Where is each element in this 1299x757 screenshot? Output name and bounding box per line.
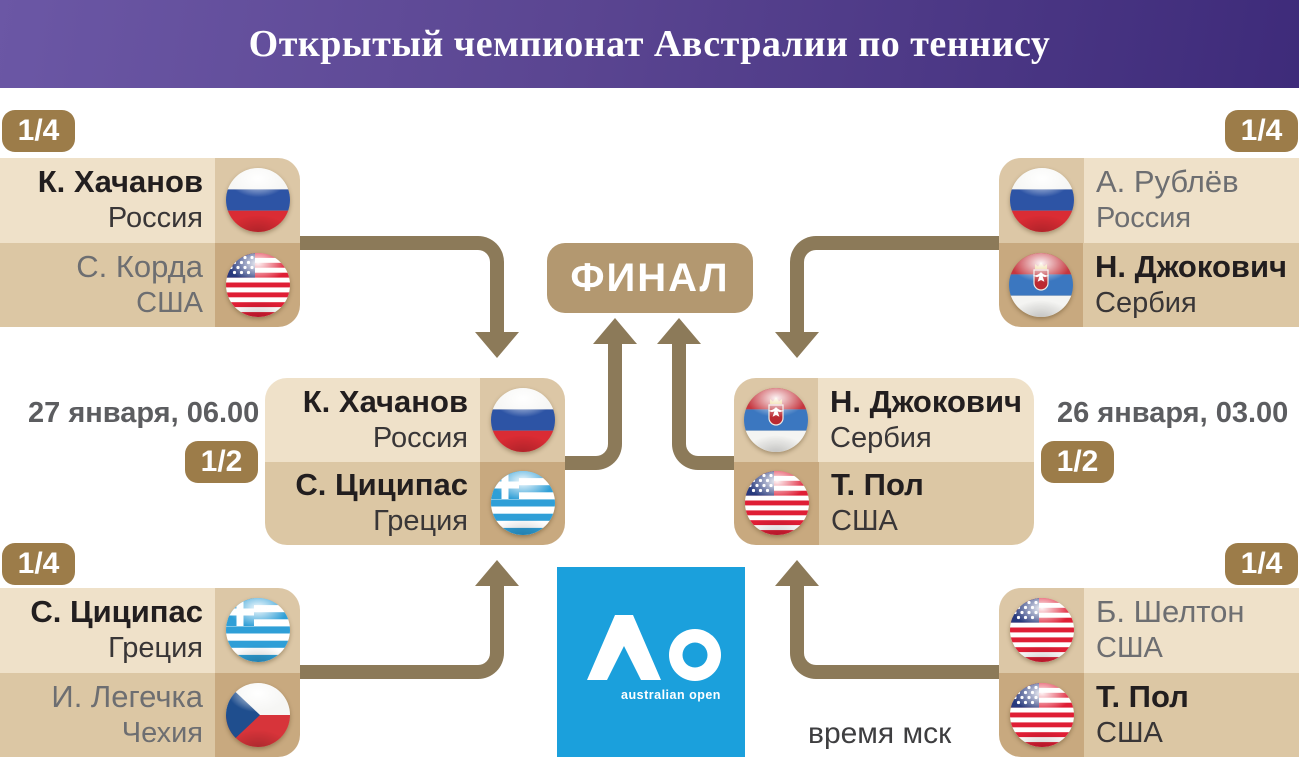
czech-flag-icon (225, 682, 290, 747)
usa-flag-icon (225, 252, 290, 317)
russia-flag-icon (225, 168, 290, 233)
player-name: С. Корда (76, 248, 203, 284)
player-row: Н. Джокович Сербия (734, 378, 1034, 462)
semi-right-datetime: 26 января, 03.00 (1057, 397, 1289, 429)
semi-left-datetime: 27 января, 06.00 (28, 397, 260, 429)
player-name: А. Рублёв (1096, 164, 1239, 200)
connector-qf-top-right (790, 236, 999, 336)
player-country: США (1096, 716, 1163, 749)
usa-flag-icon (1009, 682, 1074, 747)
player-country: США (1096, 632, 1163, 665)
australian-open-logo: australian open (557, 567, 745, 757)
round-badge-semi-left: 1/2 (185, 441, 258, 483)
connector-qf-bottom-left (300, 586, 504, 679)
round-badge-quarter-bottom-left: 1/4 (2, 543, 75, 585)
arrowhead-up-final-right-icon (657, 318, 701, 344)
player-country: Греция (373, 505, 468, 538)
header-banner: Открытый чемпионат Австралии по теннису (0, 0, 1299, 88)
match-semi-right: Н. Джокович Сербия Т. Пол США (734, 378, 1034, 545)
player-name: Т. Пол (831, 467, 924, 503)
player-name: Н. Джокович (1095, 248, 1287, 284)
player-country: Греция (108, 632, 203, 665)
player-name: Б. Шелтон (1096, 594, 1245, 630)
player-country: Россия (372, 421, 468, 454)
ao-monogram-icon: australian open (587, 615, 721, 702)
connector-semi-right-final (672, 342, 734, 470)
match-qf-bottom-right: Б. Шелтон США Т. Пол США (999, 588, 1299, 757)
connector-qf-top-left (300, 236, 504, 336)
match-semi-left: К. Хачанов Россия С. Циципас Греция (265, 378, 565, 545)
russia-flag-icon (1009, 168, 1074, 233)
player-country: США (136, 286, 203, 319)
timezone-note: время мск (808, 717, 952, 750)
player-row: А. Рублёв Россия (999, 158, 1299, 243)
greece-flag-icon (490, 471, 555, 536)
round-badge-semi-right: 1/2 (1041, 441, 1114, 483)
player-country: Сербия (830, 421, 932, 454)
player-row: Т. Пол США (734, 461, 1034, 545)
player-name: К. Хачанов (302, 383, 468, 419)
player-row: И. Легечка Чехия (0, 672, 300, 757)
round-badge-quarter-bottom-right: 1/4 (1225, 543, 1298, 585)
usa-flag-icon (744, 471, 809, 536)
serbia-flag-icon (1009, 252, 1073, 317)
player-country: Россия (107, 202, 203, 235)
player-country: Чехия (121, 716, 203, 749)
player-name: Н. Джокович (830, 383, 1022, 419)
round-badge-quarter-top-left: 1/4 (2, 110, 75, 152)
player-country: США (831, 505, 898, 538)
round-badge-quarter-top-right: 1/4 (1225, 110, 1298, 152)
player-row: К. Хачанов Россия (0, 158, 300, 243)
player-row: С. Циципас Греция (0, 588, 300, 673)
player-row: С. Корда США (0, 242, 300, 327)
arrowhead-up-right-icon (775, 560, 819, 586)
player-row: Т. Пол США (999, 672, 1299, 757)
arrowhead-up-final-left-icon (593, 318, 637, 344)
player-row: Б. Шелтон США (999, 588, 1299, 673)
arrowhead-down-right-icon (775, 332, 819, 358)
player-name: С. Циципас (295, 467, 468, 503)
player-country: Сербия (1095, 286, 1197, 319)
player-row: С. Циципас Греция (265, 461, 565, 545)
russia-flag-icon (490, 387, 555, 452)
greece-flag-icon (225, 598, 290, 663)
arrowhead-up-left-icon (475, 560, 519, 586)
player-name: К. Хачанов (37, 164, 203, 200)
player-name: И. Легечка (51, 678, 203, 714)
player-name: С. Циципас (30, 594, 203, 630)
match-qf-top-left: К. Хачанов Россия С. Корда США (0, 158, 300, 327)
arrowhead-down-left-icon (475, 332, 519, 358)
usa-flag-icon (1009, 598, 1074, 663)
ao-caption: australian open (621, 688, 721, 702)
match-qf-top-right: А. Рублёв Россия Н. Джокович Сербия (999, 158, 1299, 327)
connector-semi-left-final (565, 342, 622, 470)
player-name: Т. Пол (1096, 678, 1189, 714)
match-qf-bottom-left: С. Циципас Греция И. Легечка Чехия (0, 588, 300, 757)
page-title: Открытый чемпионат Австралии по теннису (248, 23, 1051, 65)
final-box: ФИНАЛ (547, 243, 753, 313)
player-row: Н. Джокович Сербия (999, 242, 1299, 327)
connector-qf-bottom-right (790, 586, 999, 679)
serbia-flag-icon (744, 387, 808, 452)
player-country: Россия (1096, 202, 1192, 235)
player-row: К. Хачанов Россия (265, 378, 565, 462)
